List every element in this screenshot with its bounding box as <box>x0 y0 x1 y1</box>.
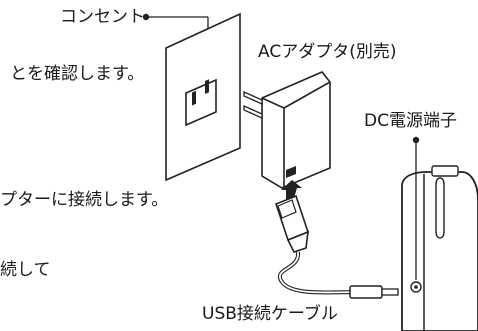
instruction-line-1: とを確認します。 <box>10 64 145 84</box>
label-ac-adapter: ACアダプタ(別売) <box>258 42 397 62</box>
ac-adapter <box>243 71 331 189</box>
outlet-leader-dot <box>142 13 150 21</box>
label-usb-cable: USB接続ケーブル <box>202 304 338 324</box>
usb-plug <box>275 194 309 253</box>
label-outlet: コンセント <box>60 7 145 27</box>
usb-cable-line <box>277 251 361 295</box>
instruction-line-3: 続して <box>0 260 51 280</box>
instruction-line-2: プターに接続します。 <box>0 190 169 210</box>
dc-jack-leader-dot <box>412 136 420 144</box>
label-dc-jack: DC電源端子 <box>364 111 457 131</box>
outlet-receptacle <box>185 78 217 127</box>
insert-arrow <box>281 180 302 200</box>
device-body <box>401 165 478 331</box>
dc-jack <box>410 281 422 293</box>
dc-plug <box>349 285 399 299</box>
